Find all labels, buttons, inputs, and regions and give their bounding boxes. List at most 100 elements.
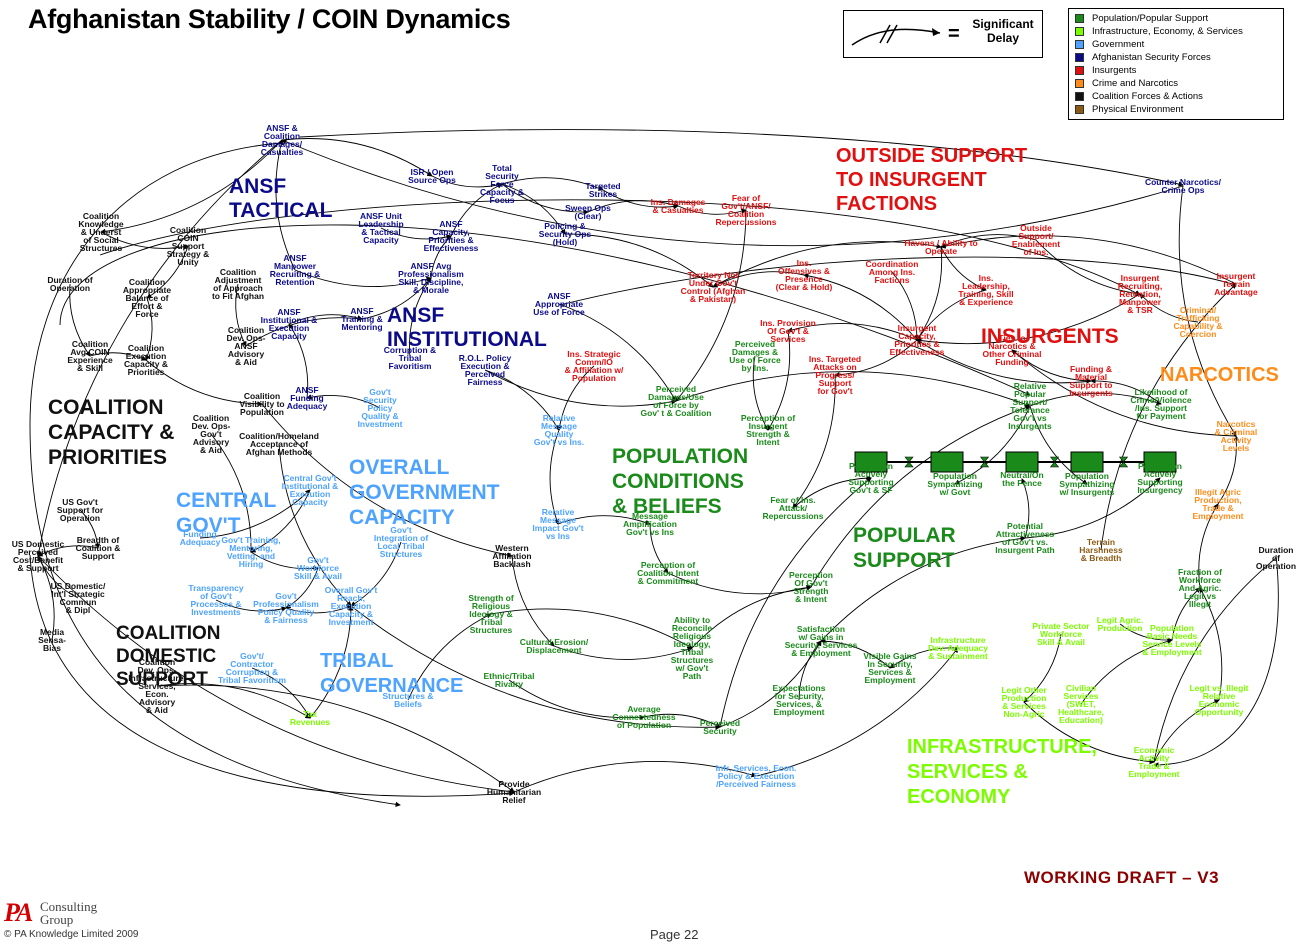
causal-link xyxy=(89,352,147,361)
causal-link xyxy=(69,283,91,357)
causal-link xyxy=(564,233,714,288)
population-stocks xyxy=(854,451,1177,473)
causal-link xyxy=(145,297,153,361)
causal-link xyxy=(798,640,822,701)
node-structures-beliefs: Structures &Beliefs xyxy=(382,691,433,709)
legend-label: Coalition Forces & Actions xyxy=(1092,91,1203,102)
node-ins-leadership: Ins.Leadership,Training, Skill& Experien… xyxy=(958,273,1013,307)
sector-narcotics: NARCOTICS xyxy=(1160,364,1279,386)
causal-link xyxy=(820,535,1026,642)
causal-link xyxy=(1011,349,1237,437)
node-sweep-ops: Sweep Ops(Clear) xyxy=(565,203,611,221)
causal-link xyxy=(235,283,247,347)
causal-loop xyxy=(29,554,515,797)
causal-link xyxy=(1171,587,1201,641)
population-stock xyxy=(1070,451,1104,473)
legend-item: Government xyxy=(1075,38,1283,51)
causal-link xyxy=(1029,405,1088,485)
causal-link xyxy=(891,271,920,341)
causal-link xyxy=(1023,701,1155,765)
legend-item: Insurgents xyxy=(1075,64,1283,77)
page-number: Page 22 xyxy=(650,927,699,942)
causal-link xyxy=(940,235,1237,285)
legend-item: Physical Environment xyxy=(1075,103,1283,116)
causal-link xyxy=(1080,638,1173,705)
causal-link xyxy=(278,443,352,607)
logo-mark: PA xyxy=(4,898,33,927)
causal-link xyxy=(156,683,311,719)
causal-link xyxy=(380,227,452,240)
node-ins-damages: Ins. Damages& Casualties xyxy=(651,197,706,215)
causal-link xyxy=(643,713,721,728)
causal-link xyxy=(954,405,1031,485)
causal-link xyxy=(288,323,309,399)
causal-link xyxy=(677,205,747,215)
causal-link xyxy=(1029,392,1162,407)
delay-legend: = Significant Delay xyxy=(843,10,1043,58)
causal-link xyxy=(511,555,555,647)
causal-link xyxy=(450,183,503,237)
working-draft-label: WORKING DRAFT – V3 xyxy=(1024,868,1220,887)
causal-link xyxy=(145,359,263,407)
causal-link xyxy=(792,374,836,509)
legend-label: Infrastructure, Economy, & Services xyxy=(1092,26,1243,37)
node-counter-narcotics: Counter Narcotics/Crime Ops xyxy=(1145,177,1222,195)
flow-valve-icon xyxy=(979,456,990,468)
legend-item: Crime and Narcotics xyxy=(1075,77,1283,90)
causal-link xyxy=(1021,478,1030,539)
causal-link xyxy=(557,365,595,431)
causal-link xyxy=(407,613,492,701)
causal-link xyxy=(691,584,812,649)
legend-item: Coalition Forces & Actions xyxy=(1075,90,1283,103)
causal-link xyxy=(261,403,513,558)
flow-valve-icon xyxy=(1049,456,1060,468)
causal-link xyxy=(558,303,677,402)
causal-link xyxy=(350,541,402,607)
causal-link xyxy=(508,679,645,721)
causal-link xyxy=(484,369,677,407)
causal-link xyxy=(250,489,311,553)
causal-link xyxy=(1198,503,1219,589)
causal-link xyxy=(1139,293,1199,323)
causal-link xyxy=(675,209,747,402)
legend-label: Crime and Narcotics xyxy=(1092,78,1179,89)
sector-insurgents: INSURGENTS xyxy=(981,325,1119,348)
causal-link xyxy=(361,277,432,320)
causal-link xyxy=(309,605,354,719)
causal-link xyxy=(1023,633,1062,703)
causal-link xyxy=(940,234,1037,248)
